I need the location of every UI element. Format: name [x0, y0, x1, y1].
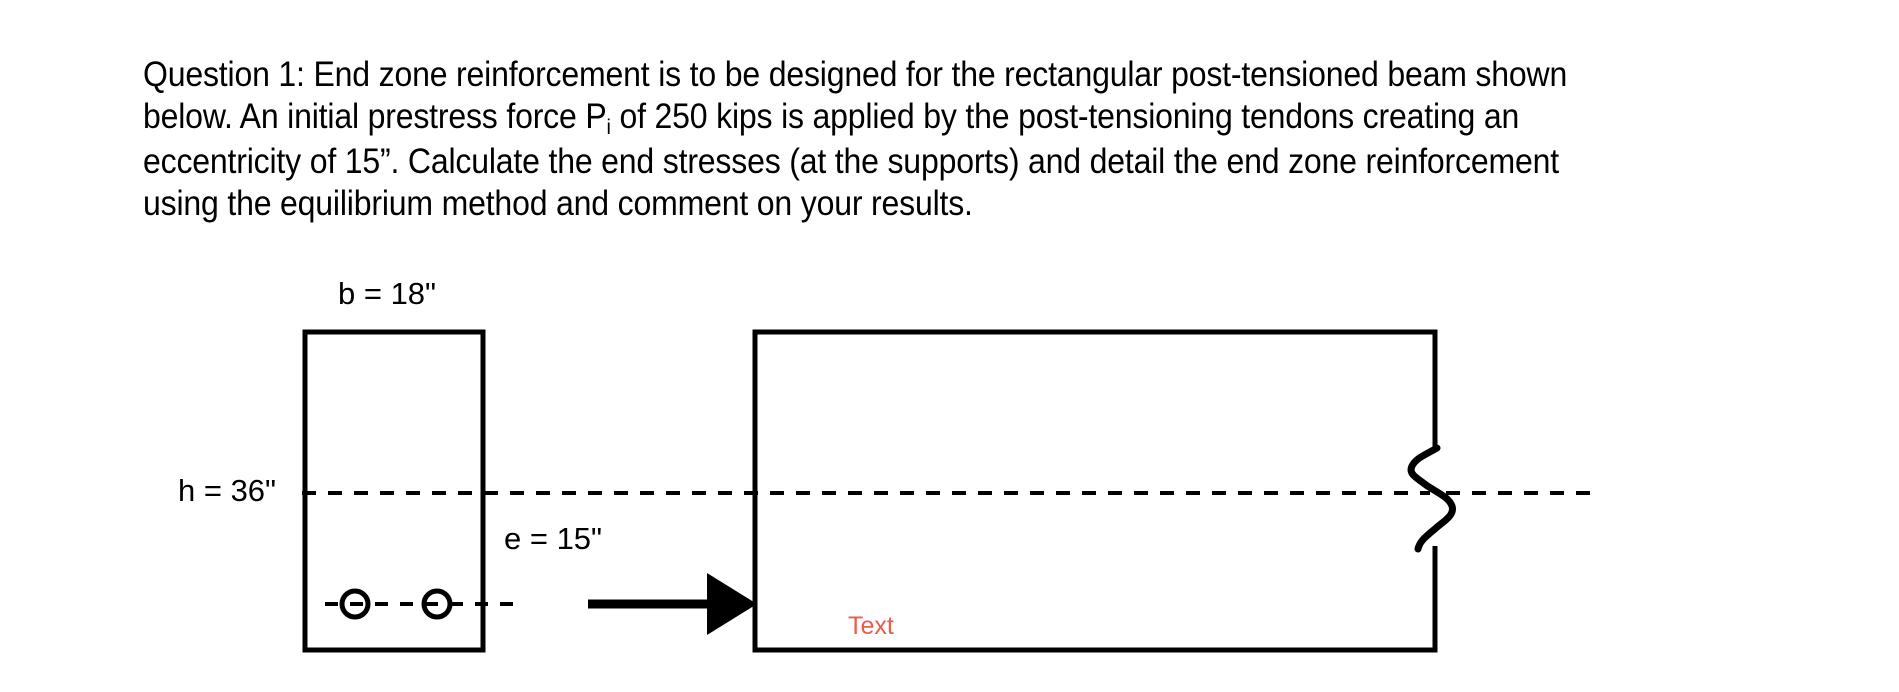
question-line-2-part-b: of 250 kips is applied by the post-tensi… — [610, 96, 1520, 136]
question-line-3: eccentricity of 15”. Calculate the end s… — [143, 142, 1559, 181]
red-text-annotation: Text — [848, 612, 894, 640]
force-arrow-head — [707, 573, 757, 635]
question-line-4: using the equilibrium method and comment… — [143, 183, 973, 223]
prestress-subscript: i — [606, 113, 611, 139]
tendon-circle-1 — [339, 588, 371, 620]
question-line-1: Question 1: End zone reinforcement is to… — [143, 55, 1568, 94]
break-symbol-s-curve — [1407, 444, 1456, 553]
tendon-circle-2 — [421, 588, 453, 620]
eccentricity-dimension-label: e = 15" — [504, 521, 603, 556]
question-line-2: below. An initial prestress force Pi of … — [143, 96, 1666, 142]
elevation-outline — [752, 329, 1438, 653]
width-dimension-label: b = 18" — [338, 276, 437, 311]
question-text-block: Question 1: End zone reinforcement is to… — [143, 54, 1666, 224]
question-line-2-part-a: below. An initial prestress force P — [143, 96, 607, 136]
height-dimension-label: h = 36" — [178, 473, 277, 508]
